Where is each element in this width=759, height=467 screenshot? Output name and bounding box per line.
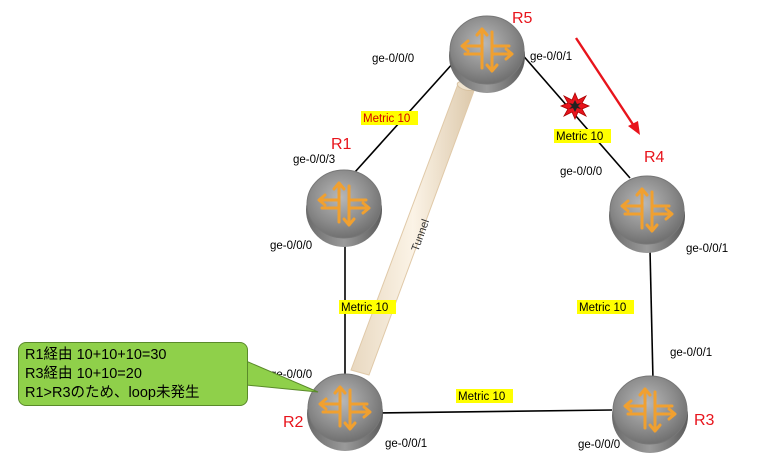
router-name-r1: R1 <box>331 136 352 153</box>
router-name-r4: R4 <box>644 149 665 166</box>
router-r4[interactable] <box>607 174 687 255</box>
router-icon <box>447 14 527 95</box>
router-r5[interactable] <box>447 14 527 95</box>
if-r1-bottom: ge-0/0/0 <box>270 240 312 252</box>
arrow-down-right-icon <box>574 37 640 135</box>
router-name-r2: R2 <box>283 414 304 431</box>
router-r1[interactable] <box>304 168 384 249</box>
metric-r5-r4: Metric 10 <box>554 129 611 143</box>
link-r4-r3 <box>649 249 654 381</box>
if-r2-right: ge-0/0/1 <box>385 438 427 450</box>
router-name-r3: R3 <box>694 412 715 429</box>
router-icon <box>305 372 385 453</box>
metric-label: Metric 10 <box>341 302 388 314</box>
callout-line-3: R1>R3のため、loop未発生 <box>25 385 200 401</box>
metric-r4-r3: Metric 10 <box>577 300 634 314</box>
if-r1-top: ge-0/0/3 <box>293 154 335 166</box>
link-r2-r3 <box>379 409 613 414</box>
router-icon <box>610 374 690 455</box>
if-r3-left: ge-0/0/0 <box>578 439 620 451</box>
if-r5-right: ge-0/0/1 <box>530 51 572 63</box>
router-name-r5: R5 <box>512 10 533 27</box>
if-r4-bottom: ge-0/0/1 <box>686 243 728 255</box>
metric-r5-r1: Metric 10 <box>361 111 418 125</box>
metric-r1-r2: Metric 10 <box>339 300 396 314</box>
metric-r2-r3: Metric 10 <box>456 389 513 403</box>
router-icon <box>607 174 687 255</box>
metric-label: Metric 10 <box>363 113 410 125</box>
explosion-icon <box>559 91 591 121</box>
metric-label: Metric 10 <box>556 131 603 143</box>
if-r4-top: ge-0/0/0 <box>560 166 602 178</box>
path-cost-callout: R1経由 10+10+10=30 R3経由 10+10=20 R1>R3のため、… <box>18 342 248 406</box>
callout-line-2: R3経由 10+10=20 <box>25 366 142 382</box>
router-icon <box>304 168 384 249</box>
router-r2[interactable] <box>305 372 385 453</box>
metric-label: Metric 10 <box>458 391 505 403</box>
if-r5-left: ge-0/0/0 <box>372 53 414 65</box>
metric-label: Metric 10 <box>579 302 626 314</box>
if-r3-top: ge-0/0/1 <box>670 347 712 359</box>
router-r3[interactable] <box>610 374 690 455</box>
callout-line-1: R1経由 10+10+10=30 <box>25 347 167 363</box>
